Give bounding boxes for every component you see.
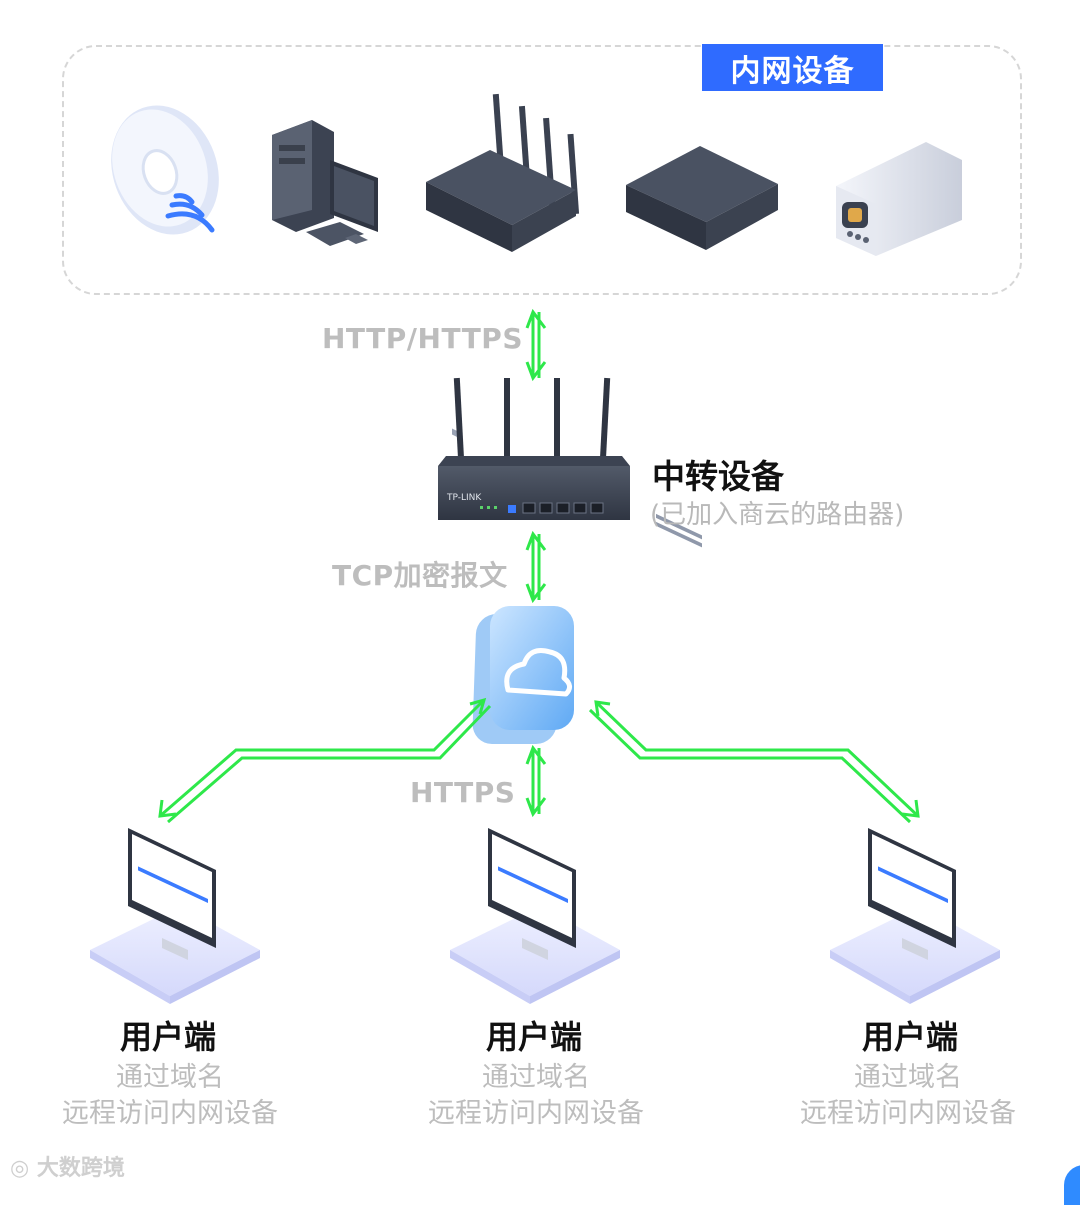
protocol-label-https: HTTPS bbox=[410, 776, 516, 809]
arrow-relay-cloud bbox=[525, 530, 547, 604]
network-switch-icon bbox=[626, 146, 778, 548]
client-desc-line2: 远程访问内网设备 bbox=[800, 1098, 1016, 1129]
client-title: 用户端 bbox=[119, 1018, 216, 1056]
internal-devices-badge: 内网设备 bbox=[702, 44, 883, 91]
watermark-logo-icon: ◎ bbox=[10, 1156, 37, 1181]
cloud-platform-icon bbox=[472, 606, 574, 744]
client-title: 用户端 bbox=[485, 1018, 582, 1056]
client-desc-line1: 通过域名 bbox=[482, 1062, 590, 1093]
client-description: 通过域名 远程访问内网设备 bbox=[10, 1060, 330, 1132]
protocol-label-http: HTTP/HTTPS bbox=[322, 322, 523, 355]
client-description: 通过域名 远程访问内网设备 bbox=[376, 1060, 696, 1132]
watermark: ◎ 大数跨境 bbox=[10, 1150, 125, 1182]
client-workstation-icon bbox=[830, 828, 1000, 1004]
client-description: 通过域名 远程访问内网设备 bbox=[748, 1060, 1068, 1132]
access-point-icon bbox=[111, 105, 219, 235]
arrow-internal-relay bbox=[525, 308, 547, 382]
relay-title: 中转设备 bbox=[652, 457, 784, 496]
wireless-router-icon bbox=[426, 93, 580, 439]
client-desc-line2: 远程访问内网设备 bbox=[62, 1098, 278, 1129]
client-desc-line1: 通过域名 bbox=[854, 1062, 962, 1093]
relay-router-icon: TP-LINK bbox=[438, 377, 630, 520]
internal-devices-panel bbox=[62, 45, 1022, 295]
client-title: 用户端 bbox=[861, 1018, 958, 1056]
watermark-text: 大数跨境 bbox=[36, 1156, 125, 1181]
protocol-label-tcp: TCP加密报文 bbox=[332, 559, 508, 592]
client-desc-line2: 远程访问内网设备 bbox=[428, 1098, 644, 1129]
client-workstation-icon bbox=[90, 828, 260, 1004]
client-workstation-icon bbox=[450, 828, 620, 1004]
arrow-cloud-client-middle bbox=[525, 744, 547, 818]
relay-router-brand: TP-LINK bbox=[446, 493, 482, 503]
surveillance-camera-icon bbox=[836, 142, 962, 256]
arrow-cloud-client-right bbox=[588, 700, 920, 824]
arrow-cloud-client-left bbox=[158, 697, 492, 824]
relay-subtitle: (已加入商云的路由器) bbox=[650, 500, 905, 530]
client-desc-line1: 通过域名 bbox=[116, 1062, 224, 1093]
desktop-pc-icon bbox=[272, 120, 378, 246]
